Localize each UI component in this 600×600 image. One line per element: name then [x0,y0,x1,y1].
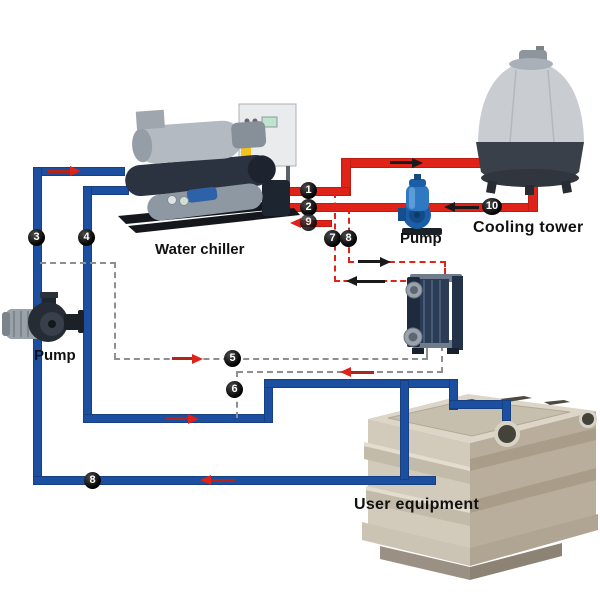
arrow-red-dash-back-head [346,276,357,286]
user-equipment-label: User equipment [354,496,480,513]
flow-marker-2: 2 [300,199,317,216]
dash-gray-hx-inlet [426,348,428,359]
pump-left-illustration [2,292,84,342]
water-chiller-label: Water chiller [155,241,245,258]
pump-left-label: Pump [34,347,76,364]
arrow-red-dash-out-head [380,257,391,267]
arrow-gray-return [351,371,374,374]
pipe-hot-to-tower-riser [341,158,351,196]
heat-exchanger-illustration [403,274,463,354]
dash-gray-pump-tap [40,262,116,264]
pipe-cold-supply-top [83,186,129,195]
arrow-red-dash-out [358,260,380,263]
pipe-cold-tank-top-run [449,400,511,409]
arrow-gray-return-head [340,367,351,377]
pipe-cold-tank-inlet [502,400,511,421]
arrow-red-dash-back [357,280,385,283]
flow-marker-8: 8 [340,230,357,247]
flow-marker-6: 6 [226,381,243,398]
arrow-into-chiller-head [70,166,81,176]
flow-marker-3: 3 [28,229,45,246]
flow-marker-4: 4 [78,229,95,246]
pipe-cold-supply-up-elbow [264,379,273,423]
arrow-from-tower [455,206,479,209]
arrow-stub-head [290,218,301,228]
arrow-supply-head [188,414,199,424]
dash-red-to-hx [348,261,446,263]
arrow-supply [166,417,188,420]
tank-body [362,394,598,580]
arrow-from-tower-head [444,202,455,212]
pipe-hot-to-tower [341,158,509,168]
dash-gray-pump-drop [114,262,116,359]
flow-marker-9: 9 [300,214,317,231]
pipe-cold-supply-upper-run [264,379,458,388]
arrow-return-head [200,475,211,485]
cooling-tower-label: Cooling tower [473,219,584,236]
flow-marker-1: 1 [300,182,317,199]
arrow-return [211,479,235,482]
flow-marker-8b: 8 [84,472,101,489]
water-chiller-illustration [118,103,300,233]
cooling-tower-illustration [476,46,584,195]
pipe-cold-supply-riser [83,186,92,423]
dash-gray-hx-outlet [441,345,443,373]
pipe-cold-tank-bypass-riser [400,380,409,480]
arrow-to-tower-head [412,158,423,168]
dash-gray-to-hx [114,358,428,360]
pump-right-label: Pump [400,230,442,247]
pipe-hot-tower-return [262,203,538,212]
pump-right-illustration [398,174,442,235]
arrow-into-chiller [48,170,70,173]
arrow-gray-supply [172,357,192,360]
flow-marker-5: 5 [224,350,241,367]
flow-marker-7: 7 [324,230,341,247]
pipe-hot-tower-outlet [528,186,538,212]
flow-marker-10: 10 [482,198,502,215]
arrow-gray-supply-head [192,354,203,364]
dash-red-hx-drop [444,261,446,281]
arrow-to-tower [390,161,412,164]
pipe-cold-tank-down-elbow [449,379,458,410]
